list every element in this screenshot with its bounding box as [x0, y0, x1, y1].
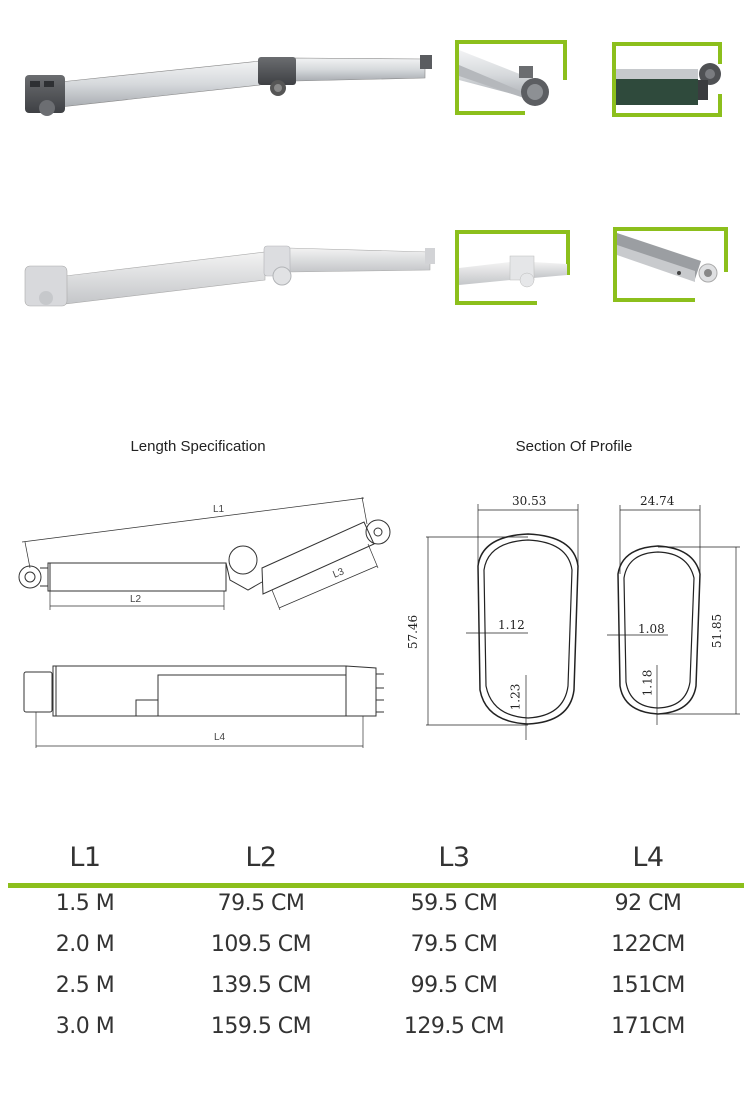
length-spec-drawing-open: L1 L2 L3	[0, 480, 420, 610]
cell-l2: 159.5 CM	[210, 1014, 312, 1039]
cell-l4: 151CM	[611, 973, 685, 998]
header-l1: L1	[69, 842, 101, 873]
large-profile-width: 30.53	[512, 494, 547, 508]
detail-photo-elbow-dark	[455, 40, 567, 115]
table-row: 1.5 M 79.5 CM 59.5 CM 92 CM	[0, 891, 750, 931]
small-profile-wall-side: 1.08	[638, 622, 665, 636]
cell-l4: 122CM	[611, 932, 685, 957]
cell-l3: 129.5 CM	[403, 1014, 505, 1039]
detail-photo-elbow-white	[455, 230, 570, 305]
cell-l1: 1.5 M	[55, 891, 115, 916]
detail-photo-end-fitting-dark	[612, 42, 724, 117]
detail-photo-end-fitting-white	[613, 227, 728, 302]
cell-l3: 59.5 CM	[410, 891, 498, 916]
l4-dim-label: L4	[214, 732, 226, 743]
l2-dim-label: L2	[130, 594, 142, 605]
cell-l2: 79.5 CM	[217, 891, 305, 916]
table-header-row: L1 L2 L3 L4	[0, 842, 750, 882]
cell-l3: 79.5 CM	[410, 932, 498, 957]
large-profile-wall-bottom: 1.23	[508, 683, 523, 711]
profile-section-title: Section Of Profile	[515, 438, 633, 455]
table-row: 2.0 M 109.5 CM 79.5 CM 122CM	[0, 932, 750, 972]
header-l3: L3	[438, 842, 470, 873]
cell-l2: 139.5 CM	[210, 973, 312, 998]
cell-l1: 2.5 M	[55, 973, 115, 998]
table-row: 3.0 M 159.5 CM 129.5 CM 171CM	[0, 1014, 750, 1054]
cell-l1: 3.0 M	[55, 1014, 115, 1039]
cell-l4: 171CM	[611, 1014, 685, 1039]
cell-l4: 92 CM	[614, 891, 682, 916]
l1-dim-label: L1	[213, 504, 225, 515]
length-spec-title: Length Specification	[130, 438, 266, 455]
arm-photo-white	[24, 245, 435, 307]
profile-section-drawings: 30.53 57.46 1.12 1.23 24.74 51.85 1.08 1…	[406, 490, 750, 750]
cell-l2: 109.5 CM	[210, 932, 312, 957]
table-header-divider	[8, 883, 744, 888]
large-profile-wall-side: 1.12	[498, 618, 525, 632]
large-profile-height: 57.46	[406, 614, 421, 650]
small-profile-width: 24.74	[640, 494, 675, 508]
cell-l1: 2.0 M	[55, 932, 115, 957]
header-l2: L2	[245, 842, 277, 873]
length-spec-drawing-folded: L4	[0, 660, 420, 750]
cell-l3: 99.5 CM	[410, 973, 498, 998]
small-profile-height: 51.85	[710, 613, 725, 649]
small-profile-wall-bottom: 1.18	[640, 669, 655, 697]
table-row: 2.5 M 139.5 CM 99.5 CM 151CM	[0, 973, 750, 1013]
arm-photo-dark-hinge	[25, 55, 432, 116]
header-l4: L4	[632, 842, 664, 873]
